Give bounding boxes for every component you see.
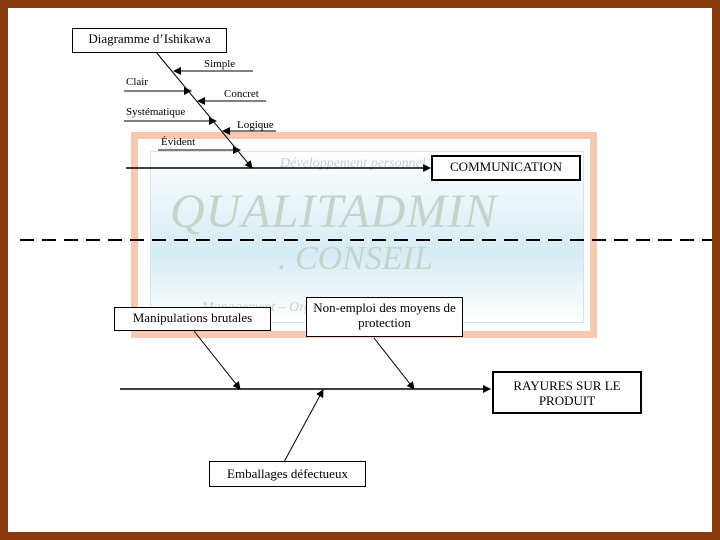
effect-box-communication: COMMUNICATION [431,155,581,181]
cause-box-non-emploi: Non-emploi des moyens de protection [306,297,463,337]
cause-label-evident: Évident [161,136,196,148]
watermark-logo-line2: . CONSEIL [278,240,433,277]
cause-line-emballages [283,389,324,463]
cause-box-manipulations: Manipulations brutales [114,307,271,331]
cause-label-clair: Clair [126,76,148,88]
cause-label-simple: Simple [204,58,236,70]
cause-line-manipulations [193,330,241,390]
slide-canvas: Développement personnel QUALITADMIN . CO… [8,8,712,532]
diagram-title-box: Diagramme d’Ishikawa [72,28,227,53]
cause-label-systematique: Systématique [126,106,186,118]
cause-box-emballages: Emballages défectueux [209,461,366,487]
watermark-logo-line1: QUALITADMIN [170,185,498,238]
cause-label-logique: Logique [237,119,274,131]
cause-label-concret: Concret [224,88,259,100]
diagram-lines [20,51,712,463]
effect-box-rayures: RAYURES SUR LE PRODUIT [492,371,642,414]
cause-line-non-emploi [373,337,415,390]
